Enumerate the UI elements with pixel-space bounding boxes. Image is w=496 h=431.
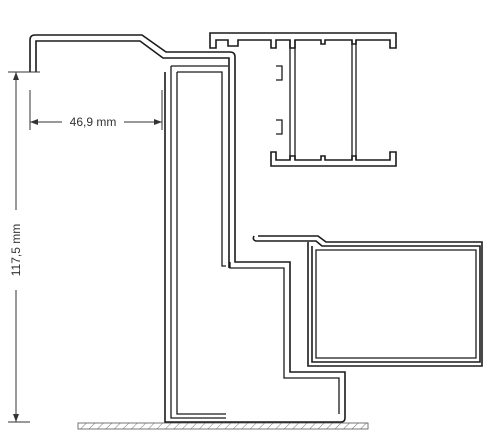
ground-hatch	[77, 422, 369, 430]
mullion-profile	[209, 32, 397, 167]
width-dimension: 46,9 mm	[29, 90, 163, 130]
frame-profile	[29, 34, 346, 423]
sash-profile	[252, 235, 483, 367]
height-dimension: 117,5 mm	[8, 71, 40, 423]
width-label: 46,9 mm	[70, 115, 117, 129]
height-label: 117,5 mm	[9, 224, 23, 276]
